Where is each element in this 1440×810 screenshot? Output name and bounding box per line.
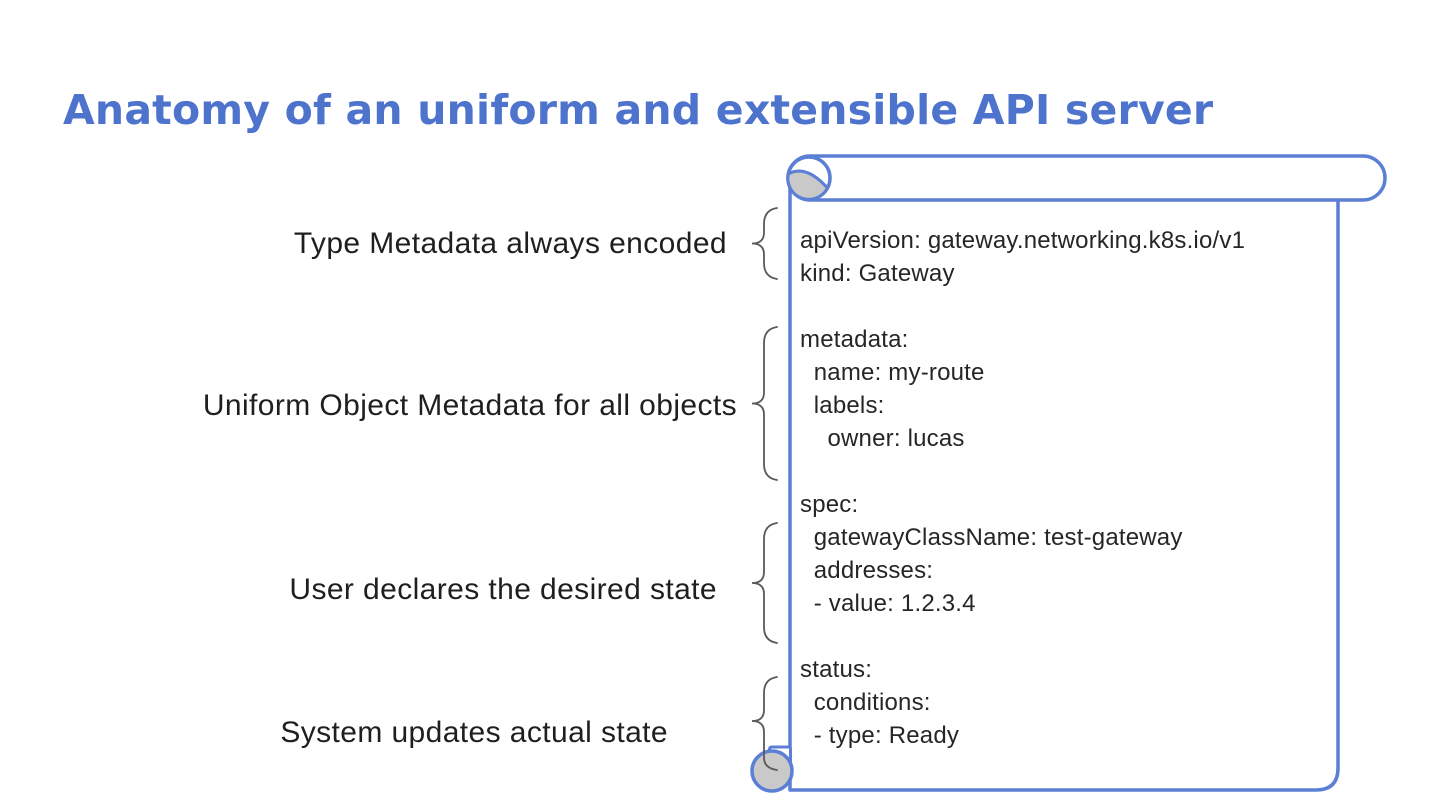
scroll-body [788,168,1340,792]
yaml-line: owner: lucas [800,425,965,452]
yaml-line: apiVersion: gateway.networking.k8s.io/v1 [800,227,1246,254]
scroll-top-curl-shading [786,169,830,201]
yaml-line: - type: Ready [800,722,960,749]
yaml-line: status: [800,656,873,683]
annotation-type-metadata: Type Metadata always encoded [293,227,727,260]
yaml-line: name: my-route [800,359,985,386]
yaml-line: metadata: [800,326,909,353]
yaml-line: kind: Gateway [800,260,955,287]
yaml-line [800,290,1335,323]
slide-title: Anatomy of an uniform and extensible API… [63,86,1214,134]
annotation-object-metadata: Uniform Object Metadata for all objects [202,389,737,422]
annotation-status-actual-state: System updates actual state [280,716,668,749]
yaml-code-block: apiVersion: gateway.networking.k8s.io/v1… [800,224,1335,752]
yaml-line: spec: [800,491,859,518]
yaml-line [800,620,1335,653]
yaml-line: addresses: [800,557,934,584]
yaml-line: - value: 1.2.3.4 [800,590,976,617]
yaml-line: labels: [800,392,885,419]
scroll-bottom-curl [750,749,794,793]
annotation-spec-desired-state: User declares the desired state [289,573,717,606]
scroll-top-roll [786,154,1387,202]
yaml-line [800,455,1335,488]
yaml-line: gatewayClassName: test-gateway [800,524,1183,551]
yaml-line: conditions: [800,689,931,716]
